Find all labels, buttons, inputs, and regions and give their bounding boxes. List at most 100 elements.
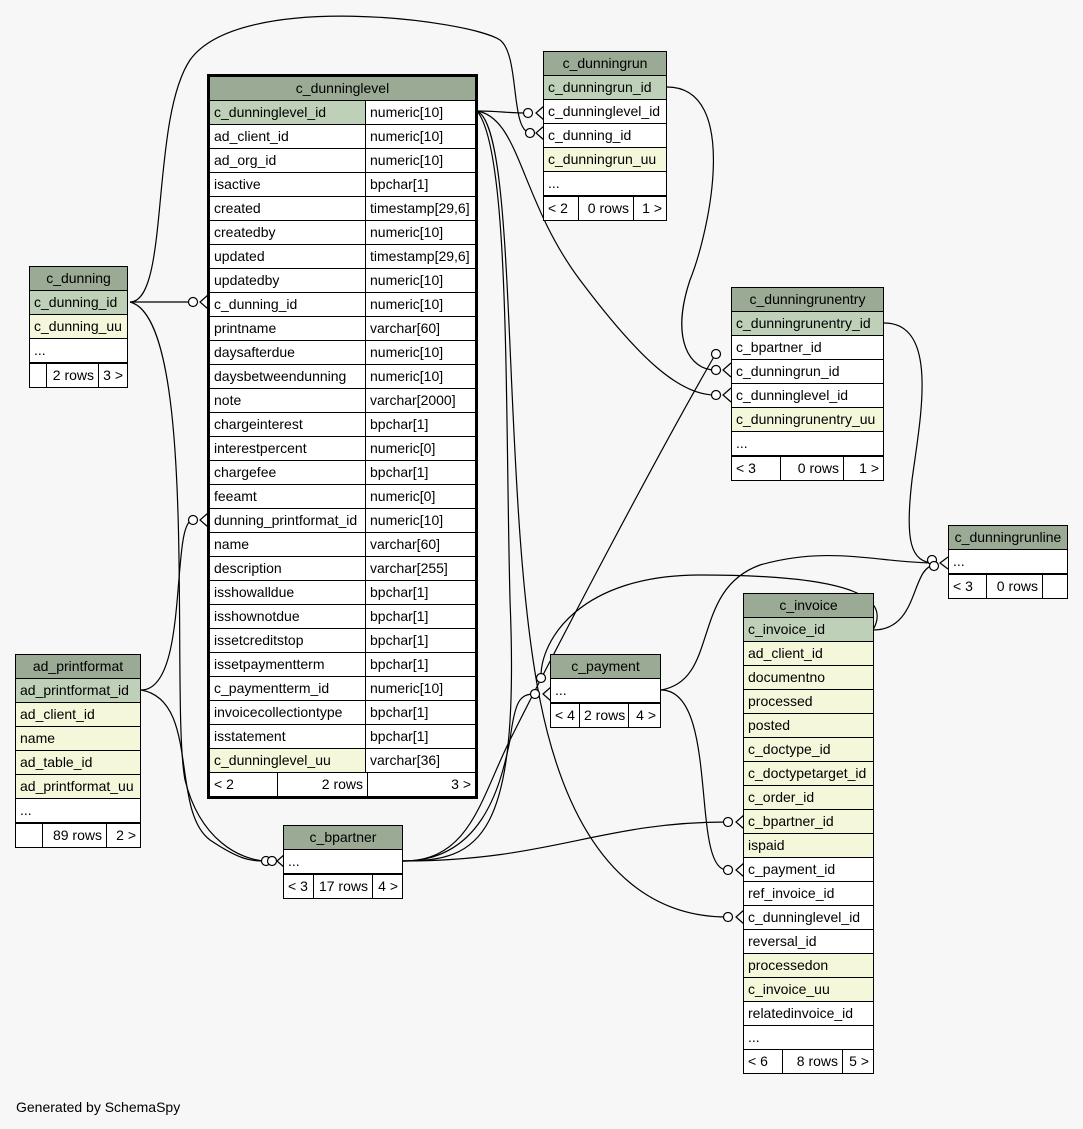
table-header[interactable]: c_payment	[551, 655, 660, 679]
table-row[interactable]: c_dunningrun_id	[544, 76, 666, 100]
table-row[interactable]: ad_client_id	[744, 642, 873, 666]
table-header[interactable]: c_dunningrun	[544, 52, 666, 76]
table-row[interactable]: c_dunning_id	[544, 124, 666, 148]
table-header[interactable]: c_dunning	[30, 267, 127, 291]
footer-children[interactable]: 4 >	[636, 707, 656, 723]
footer-parents[interactable]: < 3	[949, 575, 987, 598]
table-row[interactable]: posted	[744, 714, 873, 738]
table-row[interactable]: c_dunninglevel_id	[544, 100, 666, 124]
table-header[interactable]: c_dunningrunentry	[732, 288, 883, 312]
footer-parents[interactable]: < 3	[284, 875, 314, 898]
table-row[interactable]: c_dunninglevel_id	[732, 384, 883, 408]
table-row[interactable]: ad_table_id	[16, 751, 140, 775]
column-name: ad_table_id	[20, 754, 93, 770]
table-c_dunning[interactable]: c_dunning c_dunning_id c_dunning_uu ... …	[29, 266, 128, 388]
table-row[interactable]: c_dunninglevel_id	[744, 906, 873, 930]
table-row[interactable]: c_bpartner_id	[744, 810, 873, 834]
footer-children[interactable]: 2 >	[116, 827, 136, 843]
table-row[interactable]: ispaid	[744, 834, 873, 858]
table-row[interactable]: ref_invoice_id	[744, 882, 873, 906]
column-name: isactive	[210, 173, 366, 196]
table-row[interactable]: documentno	[744, 666, 873, 690]
table-row[interactable]: processed	[744, 690, 873, 714]
footer-children[interactable]: 4 >	[378, 878, 398, 894]
footer-children[interactable]: 3 >	[451, 776, 471, 792]
table-row[interactable]: c_dunningrun_id	[732, 360, 883, 384]
footer-children[interactable]: 5 >	[849, 1053, 869, 1069]
table-header[interactable]: c_dunningrunline	[949, 526, 1067, 550]
table-row[interactable]: ad_client_id	[16, 703, 140, 727]
table-row[interactable]: processedon	[744, 954, 873, 978]
column-name: isstatement	[210, 725, 366, 748]
table-row[interactable]: c_dunning_id	[30, 291, 127, 315]
table-row[interactable]: name	[16, 727, 140, 751]
table-header[interactable]: c_bpartner	[284, 826, 402, 850]
table-c_dunningrunentry[interactable]: c_dunningrunentry c_dunningrunentry_id c…	[731, 287, 884, 481]
table-row[interactable]: relatedinvoice_id	[744, 1002, 873, 1026]
table-c_bpartner[interactable]: c_bpartner ... < 3 17 rows 4 >	[283, 825, 403, 899]
footer-parents[interactable]: < 2	[210, 773, 278, 796]
footer-children[interactable]: 3 >	[103, 367, 123, 383]
table-c_payment[interactable]: c_payment ... < 4 2 rows 4 >	[550, 654, 661, 728]
footer-parents[interactable]: < 4	[551, 704, 580, 727]
table-row[interactable]: c_doctypetarget_id	[744, 762, 873, 786]
table-ad_printformat[interactable]: ad_printformat ad_printformat_id ad_clie…	[15, 654, 141, 848]
footer-children[interactable]: 1 >	[859, 460, 879, 476]
table-row[interactable]: c_doctype_id	[744, 738, 873, 762]
table-row[interactable]: c_dunningrun_uu	[544, 148, 666, 172]
table-c_dunningrunline[interactable]: c_dunningrunline ... < 3 0 rows	[948, 525, 1068, 599]
table-row[interactable]: c_payment_id	[744, 858, 873, 882]
footer-children[interactable]: 1 >	[642, 200, 662, 216]
table-row[interactable]: c_dunning_uu	[30, 315, 127, 339]
table-row[interactable]: c_dunningrunentry_id	[732, 312, 883, 336]
footer-rows: 0 rows	[781, 457, 844, 480]
table-c_dunningrun[interactable]: c_dunningrun c_dunningrun_id c_dunningle…	[543, 51, 667, 221]
table-row[interactable]: reversal_id	[744, 930, 873, 954]
table-row[interactable]: c_dunningrunentry_uu	[732, 408, 883, 432]
footer-parents[interactable]: < 2	[544, 197, 579, 220]
table-header[interactable]: c_dunninglevel	[210, 77, 475, 101]
table-row[interactable]: ad_printformat_id	[16, 679, 140, 703]
table-row[interactable]: c_bpartner_id	[732, 336, 883, 360]
table-row[interactable]: c_invoice_uu	[744, 978, 873, 1002]
table-row[interactable]: c_order_id	[744, 786, 873, 810]
table-row[interactable]: c_invoice_id	[744, 618, 873, 642]
table-header[interactable]: ad_printformat	[16, 655, 140, 679]
footer-parents[interactable]: < 6	[744, 1050, 783, 1073]
generated-by-label: Generated by SchemaSpy	[16, 1099, 181, 1115]
footer-parents[interactable]: < 3	[732, 457, 781, 480]
table-header[interactable]: c_invoice	[744, 594, 873, 618]
table-footer: < 4 2 rows 4 >	[551, 703, 660, 727]
table-row[interactable]: ad_printformat_uu	[16, 775, 140, 799]
